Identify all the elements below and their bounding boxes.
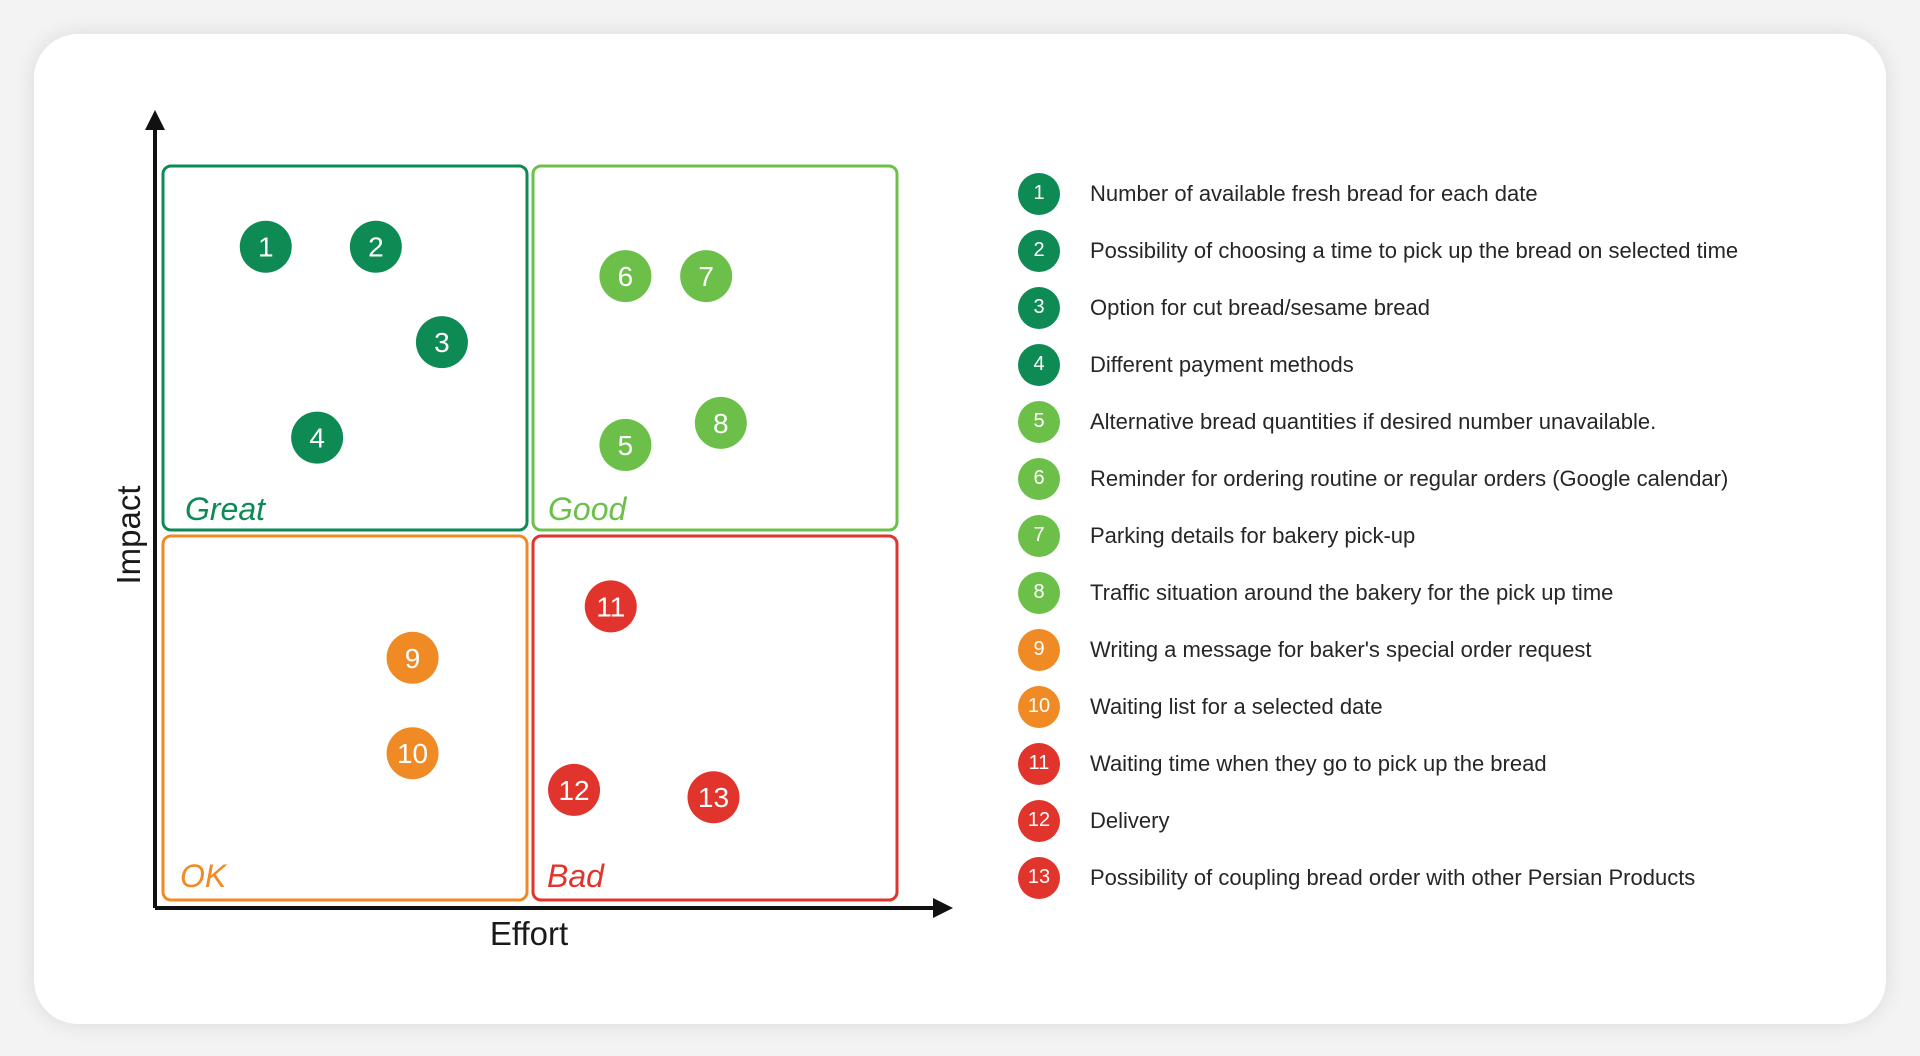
marker-circle xyxy=(584,580,637,633)
y-axis-label: Impact xyxy=(110,485,147,584)
marker-number: 13 xyxy=(698,782,729,813)
quadrant-label-ok: OK xyxy=(180,858,228,894)
legend-item: 11 Waiting time when they go to pick up t… xyxy=(1018,735,1838,792)
legend-text: Traffic situation around the bakery for … xyxy=(1090,579,1614,605)
legend-item: 2 Possibility of choosing a time to pick … xyxy=(1018,222,1838,279)
legend-number-badge: 2 xyxy=(1018,229,1060,272)
legend-text: Possibility of choosing a time to pick u… xyxy=(1090,237,1739,263)
marker-6: 6 xyxy=(599,250,652,303)
marker-circle xyxy=(687,771,740,824)
legend-text: Different payment methods xyxy=(1090,351,1354,377)
legend-text: Reminder for ordering routine or regular… xyxy=(1090,465,1729,491)
legend-item: 1 Number of available fresh bread for eac… xyxy=(1018,165,1838,222)
y-axis-arrow xyxy=(145,110,165,130)
marker-9: 9 xyxy=(386,631,439,684)
legend-text: Writing a message for baker's special or… xyxy=(1090,636,1592,662)
quadrant-label-great: Great xyxy=(185,491,266,527)
legend-item: 13 Possibility of coupling bread order wi… xyxy=(1018,849,1838,906)
legend-text: Number of available fresh bread for each… xyxy=(1090,180,1538,206)
marker-7: 7 xyxy=(680,250,733,303)
quadrant-bad xyxy=(531,534,899,902)
quadrant-great xyxy=(161,164,529,532)
legend-number-badge: 6 xyxy=(1018,457,1060,500)
marker-number: 10 xyxy=(397,738,428,769)
marker-1: 1 xyxy=(239,220,292,273)
marker-circle xyxy=(291,411,344,464)
marker-circle xyxy=(386,727,439,780)
legend-item: 12 Delivery xyxy=(1018,792,1838,849)
marker-circle xyxy=(415,316,468,369)
legend-item: 5 Alternative bread quantities if desired… xyxy=(1018,393,1838,450)
marker-number: 11 xyxy=(596,591,625,622)
legend-text: Delivery xyxy=(1090,807,1170,833)
legend-number-badge: 3 xyxy=(1018,286,1060,329)
legend-number-badge: 7 xyxy=(1018,514,1060,557)
marker-number: 7 xyxy=(698,261,714,292)
marker-circle xyxy=(680,250,733,303)
legend-text: Option for cut bread/sesame bread xyxy=(1090,294,1430,320)
legend-item: 8 Traffic situation around the bakery for… xyxy=(1018,564,1838,621)
legend-item: 10 Waiting list for a selected date xyxy=(1018,678,1838,735)
marker-number: 5 xyxy=(618,430,634,461)
marker-number: 2 xyxy=(368,232,384,263)
legend-number-badge: 5 xyxy=(1018,400,1060,443)
marker-5: 5 xyxy=(599,418,652,471)
quadrant-ok xyxy=(161,534,529,902)
legend-item: 4 Different payment methods xyxy=(1018,336,1838,393)
legend-item: 6 Reminder for ordering routine or regula… xyxy=(1018,450,1838,507)
marker-number: 6 xyxy=(618,261,634,292)
marker-number: 12 xyxy=(558,775,589,806)
marker-circle xyxy=(239,220,292,273)
legend-text: Possibility of coupling bread order with… xyxy=(1090,864,1696,890)
marker-number: 9 xyxy=(405,643,421,674)
marker-number: 4 xyxy=(309,423,325,454)
marker-2: 2 xyxy=(349,220,402,273)
marker-circle xyxy=(694,396,747,449)
marker-10: 10 xyxy=(386,727,439,780)
legend-number-badge: 13 xyxy=(1018,856,1060,899)
marker-8: 8 xyxy=(694,396,747,449)
marker-circle xyxy=(386,631,439,684)
legend-text: Parking details for bakery pick-up xyxy=(1090,522,1416,548)
legend: 1 Number of available fresh bread for eac… xyxy=(1018,165,1838,906)
legend-item: 3 Option for cut bread/sesame bread xyxy=(1018,279,1838,336)
marker-circle xyxy=(349,220,402,273)
marker-12: 12 xyxy=(548,763,601,816)
legend-number-badge: 4 xyxy=(1018,343,1060,386)
marker-11: 11 xyxy=(584,580,637,633)
marker-circle xyxy=(599,250,652,303)
legend-text: Alternative bread quantities if desired … xyxy=(1090,408,1657,434)
marker-3: 3 xyxy=(415,316,468,369)
legend-number-badge: 1 xyxy=(1018,172,1060,215)
legend-item: 9 Writing a message for baker's special o… xyxy=(1018,621,1838,678)
marker-number: 1 xyxy=(258,232,274,263)
legend-number-badge: 10 xyxy=(1018,685,1060,728)
marker-circle xyxy=(599,418,652,471)
legend-number-badge: 12 xyxy=(1018,799,1060,842)
legend-number-badge: 11 xyxy=(1018,742,1060,785)
legend-text: Waiting time when they go to pick up the… xyxy=(1090,750,1547,776)
quadrant-label-bad: Bad xyxy=(547,858,605,894)
marker-number: 8 xyxy=(713,408,729,439)
quadrant-label-good: Good xyxy=(548,491,627,527)
legend-number-badge: 9 xyxy=(1018,628,1060,671)
marker-4: 4 xyxy=(291,411,344,464)
quadrant-good xyxy=(531,164,899,532)
marker-circle xyxy=(548,763,601,816)
marker-number: 3 xyxy=(434,327,450,358)
legend-number-badge: 8 xyxy=(1018,571,1060,614)
x-axis-arrow xyxy=(933,898,953,918)
x-axis-label: Effort xyxy=(490,915,568,952)
legend-item: 7 Parking details for bakery pick-up xyxy=(1018,507,1838,564)
marker-13: 13 xyxy=(687,771,740,824)
legend-text: Waiting list for a selected date xyxy=(1090,693,1383,719)
